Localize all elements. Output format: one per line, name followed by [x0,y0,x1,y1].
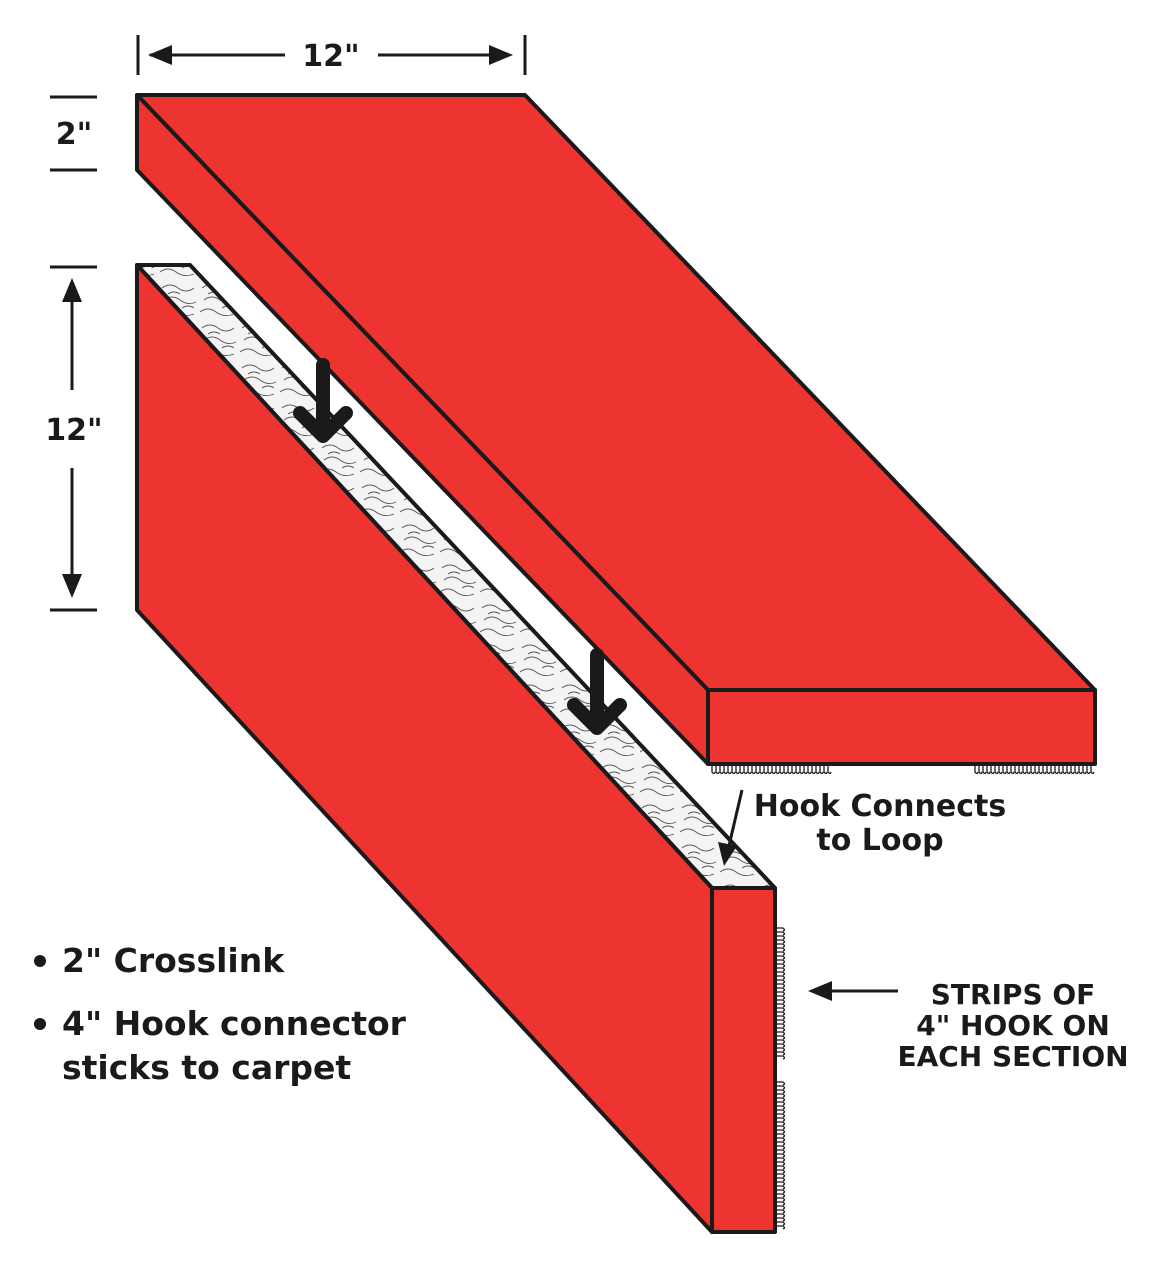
hook-bottom-left-marks [711,766,832,775]
bullet-2-line2: sticks to carpet [62,1048,351,1087]
hook-connects-label-line1: Hook Connects [754,789,1006,824]
thickness-dimension: 2" [50,95,97,172]
hook-side-upper-marks [777,927,786,1060]
width-dimension: 12" [136,35,527,75]
hook-strip-side-lower [777,1081,786,1230]
strips-label-line1: STRIPS OF [931,978,1096,1011]
horizontal-panel-end-face [706,688,1097,766]
hook-strip-side-upper [777,927,786,1060]
vertical-panel [135,263,777,1234]
down-arrow-lower-icon [567,648,627,735]
hook-side-lower-marks [777,1081,786,1230]
height-dimension-label: 12" [45,413,102,448]
strips-label-line3: EACH SECTION [897,1040,1128,1073]
bullet-list: 2" Crosslink 4" Hook connector sticks to… [34,941,407,1087]
strips-label-line2: 4" HOOK ON [916,1009,1110,1042]
down-arrow-upper-icon [293,358,353,443]
bullet-dot-1 [34,955,46,967]
hook-strip-bottom-left [711,766,832,775]
width-dimension-label: 12" [302,39,359,74]
hook-connects-callout: Hook Connects to Loop [718,789,1006,866]
height-dimension: 12" [45,265,103,612]
bullet-2-line1: 4" Hook connector [62,1004,407,1043]
horizontal-panel [135,93,1097,766]
hook-strip-bottom-right [974,766,1095,775]
thickness-dimension-label: 2" [56,117,93,152]
strips-callout: STRIPS OF 4" HOOK ON EACH SECTION [808,978,1129,1073]
hook-bottom-right-marks [974,766,1095,775]
vertical-panel-end-face [710,886,777,1234]
hook-connects-label-line2: to Loop [816,823,943,858]
bullet-1-line1: 2" Crosslink [62,941,285,980]
bullet-dot-2 [34,1018,46,1030]
